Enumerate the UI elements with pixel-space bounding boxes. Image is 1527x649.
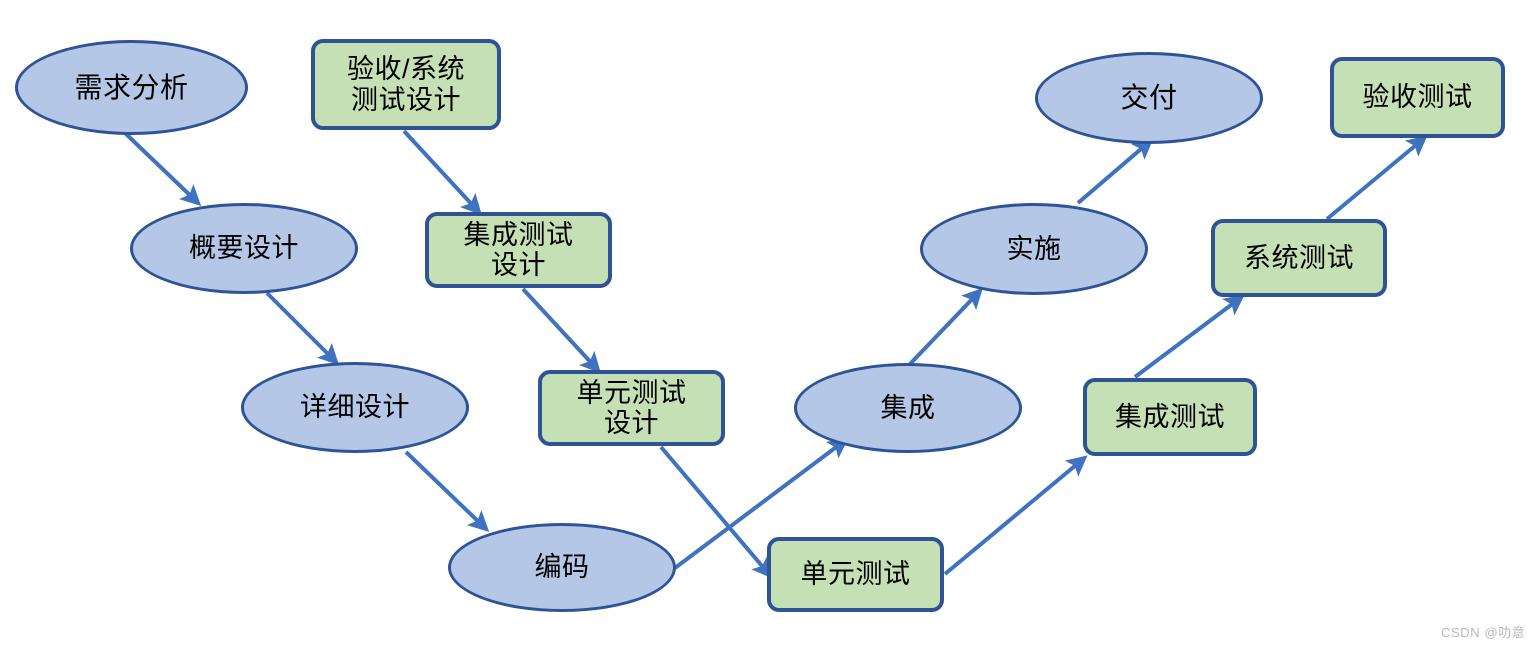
node-unit-test[interactable]: 单元测试 <box>767 537 944 612</box>
edge-requirements-to-outline <box>124 132 202 206</box>
node-label: 集成测试 设计 <box>463 219 574 280</box>
node-coding[interactable]: 编码 <box>448 523 676 612</box>
node-label: 编码 <box>534 552 590 583</box>
node-label: 验收/系统 测试设计 <box>346 54 465 115</box>
edge-unit-design-to-unit-test <box>659 445 773 579</box>
node-requirements-analysis[interactable]: 需求分析 <box>15 40 248 135</box>
node-unit-test-design[interactable]: 单元测试 设计 <box>538 370 725 446</box>
node-integration-test-design[interactable]: 集成测试 设计 <box>425 212 612 288</box>
edge-acceptance-design-to-integration-design <box>402 129 482 216</box>
node-implementation[interactable]: 实施 <box>920 203 1148 295</box>
csdn-watermark: CSDN @叻意 <box>1441 625 1526 640</box>
node-label: 集成测试 <box>1115 401 1225 432</box>
node-label: 详细设计 <box>300 392 410 423</box>
node-system-test[interactable]: 系统测试 <box>1211 219 1387 297</box>
node-label: 交付 <box>1120 82 1178 114</box>
node-label: 实施 <box>1006 233 1062 264</box>
node-integration-test[interactable]: 集成测试 <box>1083 378 1257 456</box>
node-integration[interactable]: 集成 <box>794 363 1022 453</box>
node-label: 需求分析 <box>74 71 189 103</box>
edge-integration-test-to-system-test <box>1133 294 1245 379</box>
node-label: 单元测试 设计 <box>576 377 687 438</box>
edge-implementation-to-delivery <box>1076 138 1154 205</box>
node-acceptance-system-test-design[interactable]: 验收/系统 测试设计 <box>311 39 501 130</box>
node-outline-design[interactable]: 概要设计 <box>130 203 358 294</box>
node-detailed-design[interactable]: 详细设计 <box>241 362 469 453</box>
node-acceptance-test[interactable]: 验收测试 <box>1330 57 1505 138</box>
node-label: 概要设计 <box>189 233 299 264</box>
node-label: 单元测试 <box>800 559 911 590</box>
node-delivery[interactable]: 交付 <box>1035 52 1263 144</box>
edge-integration-design-to-unit-design <box>521 287 601 374</box>
node-label: 系统测试 <box>1244 242 1354 273</box>
node-label: 验收测试 <box>1362 82 1473 113</box>
node-label: 集成 <box>880 392 936 423</box>
edge-detailed-to-coding <box>404 450 490 532</box>
edge-integration-to-implementation <box>908 287 983 366</box>
edge-unit-test-to-integration-test <box>943 455 1088 576</box>
edge-outline-to-detailed <box>265 291 340 366</box>
edge-system-test-to-acceptance-test <box>1325 135 1428 221</box>
